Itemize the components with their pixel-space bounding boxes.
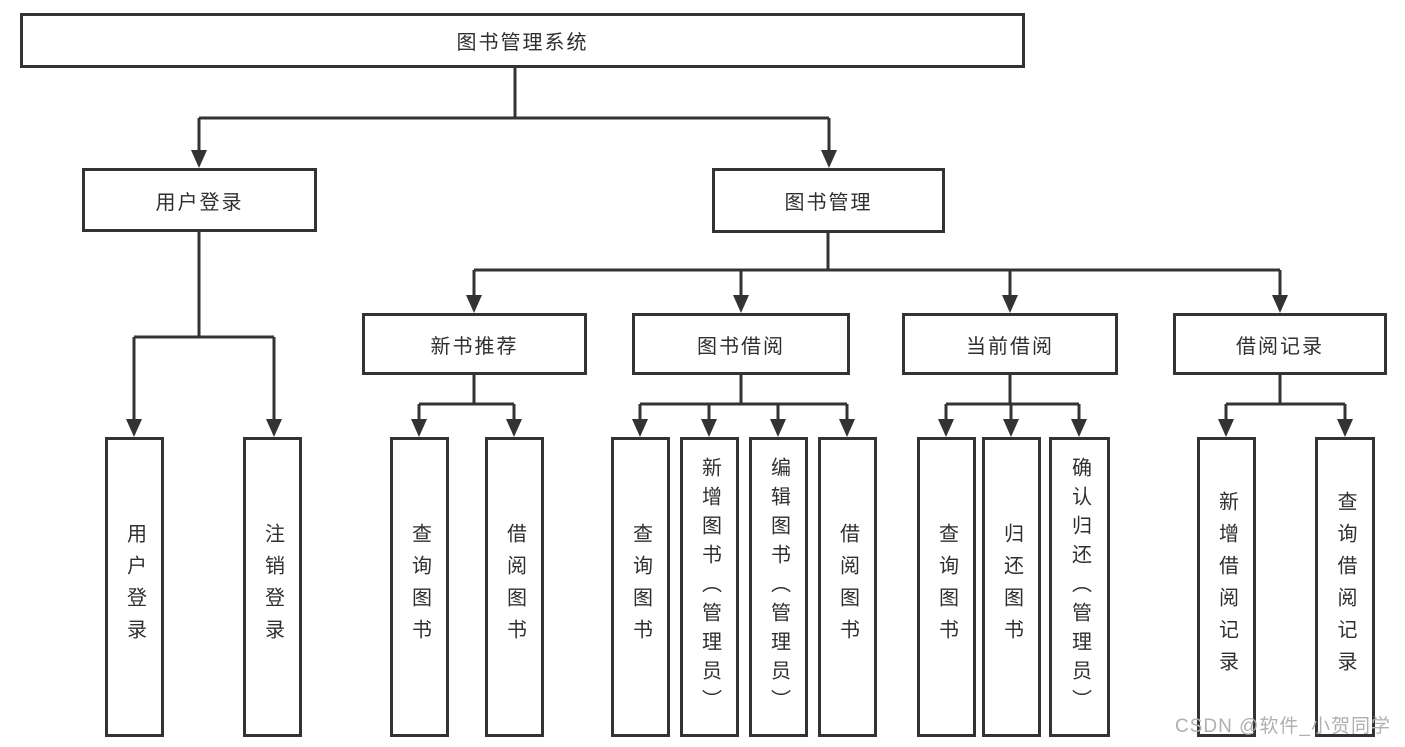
leaf-current-query-books: 查询图书 [917,437,976,737]
leaf-current-confirm-return-admin: 确认归还（管理员） [1049,437,1110,737]
leaf-label: 编辑图书（管理员） [767,456,790,718]
leaf-label: 归还图书 [1000,523,1023,651]
node-current-borrowing: 当前借阅 [902,313,1118,375]
leaf-label: 查询借阅记录 [1334,491,1356,683]
leaf-borrowing-add-books-admin: 新增图书（管理员） [680,437,739,737]
leaf-label: 查询图书 [408,523,431,651]
leaf-current-return-books: 归还图书 [982,437,1041,737]
node-book-borrowing: 图书借阅 [632,313,850,375]
node-book-management: 图书管理 [712,168,945,233]
leaf-label: 新增图书（管理员） [698,456,721,718]
leaf-records-query-record: 查询借阅记录 [1315,437,1375,737]
node-new-book-recommendation: 新书推荐 [362,313,587,375]
leaf-logout: 注销登录 [243,437,302,737]
leaf-borrowing-borrow-books: 借阅图书 [818,437,877,737]
node-library-management-system: 图书管理系统 [20,13,1025,68]
leaf-label: 确认归还（管理员） [1068,456,1091,718]
leaf-label: 注销登录 [261,523,284,651]
leaf-label: 用户登录 [123,523,146,651]
leaf-label: 查询图书 [935,523,958,651]
node-borrowing-records: 借阅记录 [1173,313,1387,375]
leaf-label: 查询图书 [629,523,652,651]
leaf-label: 借阅图书 [836,523,859,651]
leaf-user-login: 用户登录 [105,437,164,737]
csdn-watermark: CSDN @软件_小贺同学 [1175,716,1391,737]
leaf-newbooks-query-books: 查询图书 [390,437,449,737]
leaf-label: 借阅图书 [503,523,526,651]
leaf-borrowing-edit-books-admin: 编辑图书（管理员） [749,437,808,737]
leaf-label: 新增借阅记录 [1215,491,1238,683]
node-user-login: 用户登录 [82,168,317,232]
leaf-records-add-record: 新增借阅记录 [1197,437,1256,737]
leaf-newbooks-borrow-books: 借阅图书 [485,437,544,737]
leaf-borrowing-query-books: 查询图书 [611,437,670,737]
